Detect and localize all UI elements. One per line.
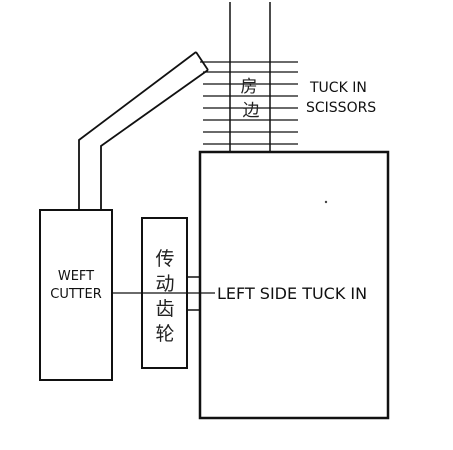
weft-cutter-label-line2: CUTTER (50, 287, 102, 302)
left-side-tuck-in-label: LEFT SIDE TUCK IN (217, 284, 367, 303)
suction-tube-inner (100, 69, 209, 210)
tuck-in-scissors-label-line1: TUCK IN (309, 80, 367, 96)
gear-char-3: 齿 (155, 298, 174, 320)
suction-tube-outer (78, 51, 197, 210)
gear-char-4: 轮 (155, 323, 174, 345)
selvedge-char-1: 房 (241, 77, 258, 97)
weft-cutter-box (39, 209, 113, 381)
suction-tube-end (195, 51, 209, 71)
body-mark (324, 200, 328, 204)
weft-cutter-label-line1: WEFT (58, 269, 94, 284)
gear-char-2: 动 (155, 273, 174, 295)
gear-char-1: 传 (155, 248, 174, 270)
selvedge-char-2: 边 (243, 101, 260, 121)
warp-threads (229, 2, 271, 152)
suction-tube (78, 51, 209, 210)
tuck-in-lines (200, 61, 298, 145)
tuck-in-scissors-label-line2: SCISSORS (306, 100, 376, 116)
